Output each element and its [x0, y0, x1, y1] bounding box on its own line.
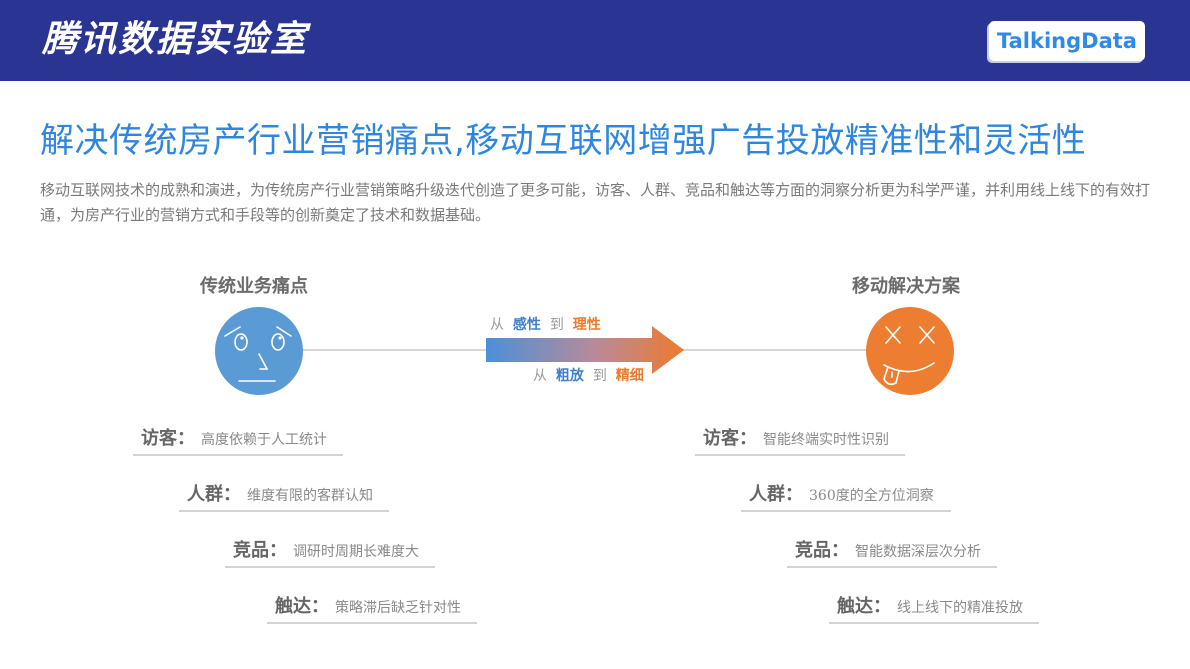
item-value: 线上线下的精准投放 — [897, 600, 1023, 616]
left-item-audience: 人群： 维度有限的客群认知 — [179, 482, 389, 512]
left-item-reach: 触达： 策略滞后缺乏针对性 — [267, 594, 477, 624]
playful-tongue-face-icon — [866, 307, 954, 395]
item-value: 智能数据深层次分析 — [855, 544, 981, 560]
item-key: 人群： — [749, 484, 803, 505]
item-value: 智能终端实时性识别 — [763, 432, 889, 448]
item-key: 访客： — [141, 428, 195, 449]
left-connector-line — [300, 349, 488, 351]
item-key: 竞品： — [795, 540, 849, 561]
page-description: 移动互联网技术的成熟和演进，为传统房产行业营销策略升级迭代创造了更多可能，访客、… — [40, 181, 1151, 224]
item-value: 360度的全方位洞察 — [809, 488, 934, 504]
arrow-top-label: 从 感性 到 理性 — [490, 316, 601, 334]
gradient-arrow-right-icon — [486, 324, 684, 376]
item-key: 访客： — [703, 428, 757, 449]
left-item-competitor: 竞品： 调研时周期长难度大 — [225, 538, 435, 568]
item-key: 触达： — [275, 596, 329, 617]
arrow-top-from: 从 — [490, 317, 504, 333]
arrow-bottom-to: 到 — [592, 368, 607, 384]
item-key: 触达： — [837, 596, 891, 617]
right-heading: 移动解决方案 — [852, 276, 960, 297]
right-item-reach: 触达： 线上线下的精准投放 — [829, 594, 1039, 624]
arrow-top-to: 到 — [549, 317, 564, 333]
talkingdata-logo: TalkingData — [989, 21, 1145, 61]
page-title: 解决传统房产行业营销痛点,移动互联网增强广告投放精准性和灵活性 — [40, 121, 1087, 161]
arrow-bottom-a: 粗放 — [555, 368, 584, 384]
left-item-visitor: 访客： 高度依赖于人工统计 — [133, 426, 343, 456]
right-item-competitor: 竞品： 智能数据深层次分析 — [787, 538, 997, 568]
item-value: 维度有限的客群认知 — [247, 488, 373, 504]
item-key: 人群： — [187, 484, 241, 505]
arrow-bottom-label: 从 粗放 到 精细 — [533, 367, 644, 385]
item-value: 高度依赖于人工统计 — [201, 432, 327, 448]
arrow-bottom-b: 精细 — [615, 368, 644, 384]
item-value: 调研时周期长难度大 — [293, 544, 419, 560]
item-key: 竞品： — [233, 540, 287, 561]
right-item-audience: 人群： 360度的全方位洞察 — [741, 482, 951, 512]
item-value: 策略滞后缺乏针对性 — [335, 600, 461, 616]
header-bar: 腾讯数据实验室 TalkingData — [0, 0, 1190, 81]
arrow-top-b: 理性 — [572, 317, 601, 333]
arrow-top-a: 感性 — [512, 317, 541, 333]
right-item-visitor: 访客： 智能终端实时性识别 — [695, 426, 905, 456]
left-heading: 传统业务痛点 — [200, 276, 308, 297]
logo-text: TalkingData — [997, 29, 1137, 53]
arrow-bottom-from: 从 — [533, 368, 547, 384]
header-title: 腾讯数据实验室 — [42, 19, 309, 60]
worried-face-icon — [215, 307, 303, 395]
right-connector-line — [682, 349, 868, 351]
